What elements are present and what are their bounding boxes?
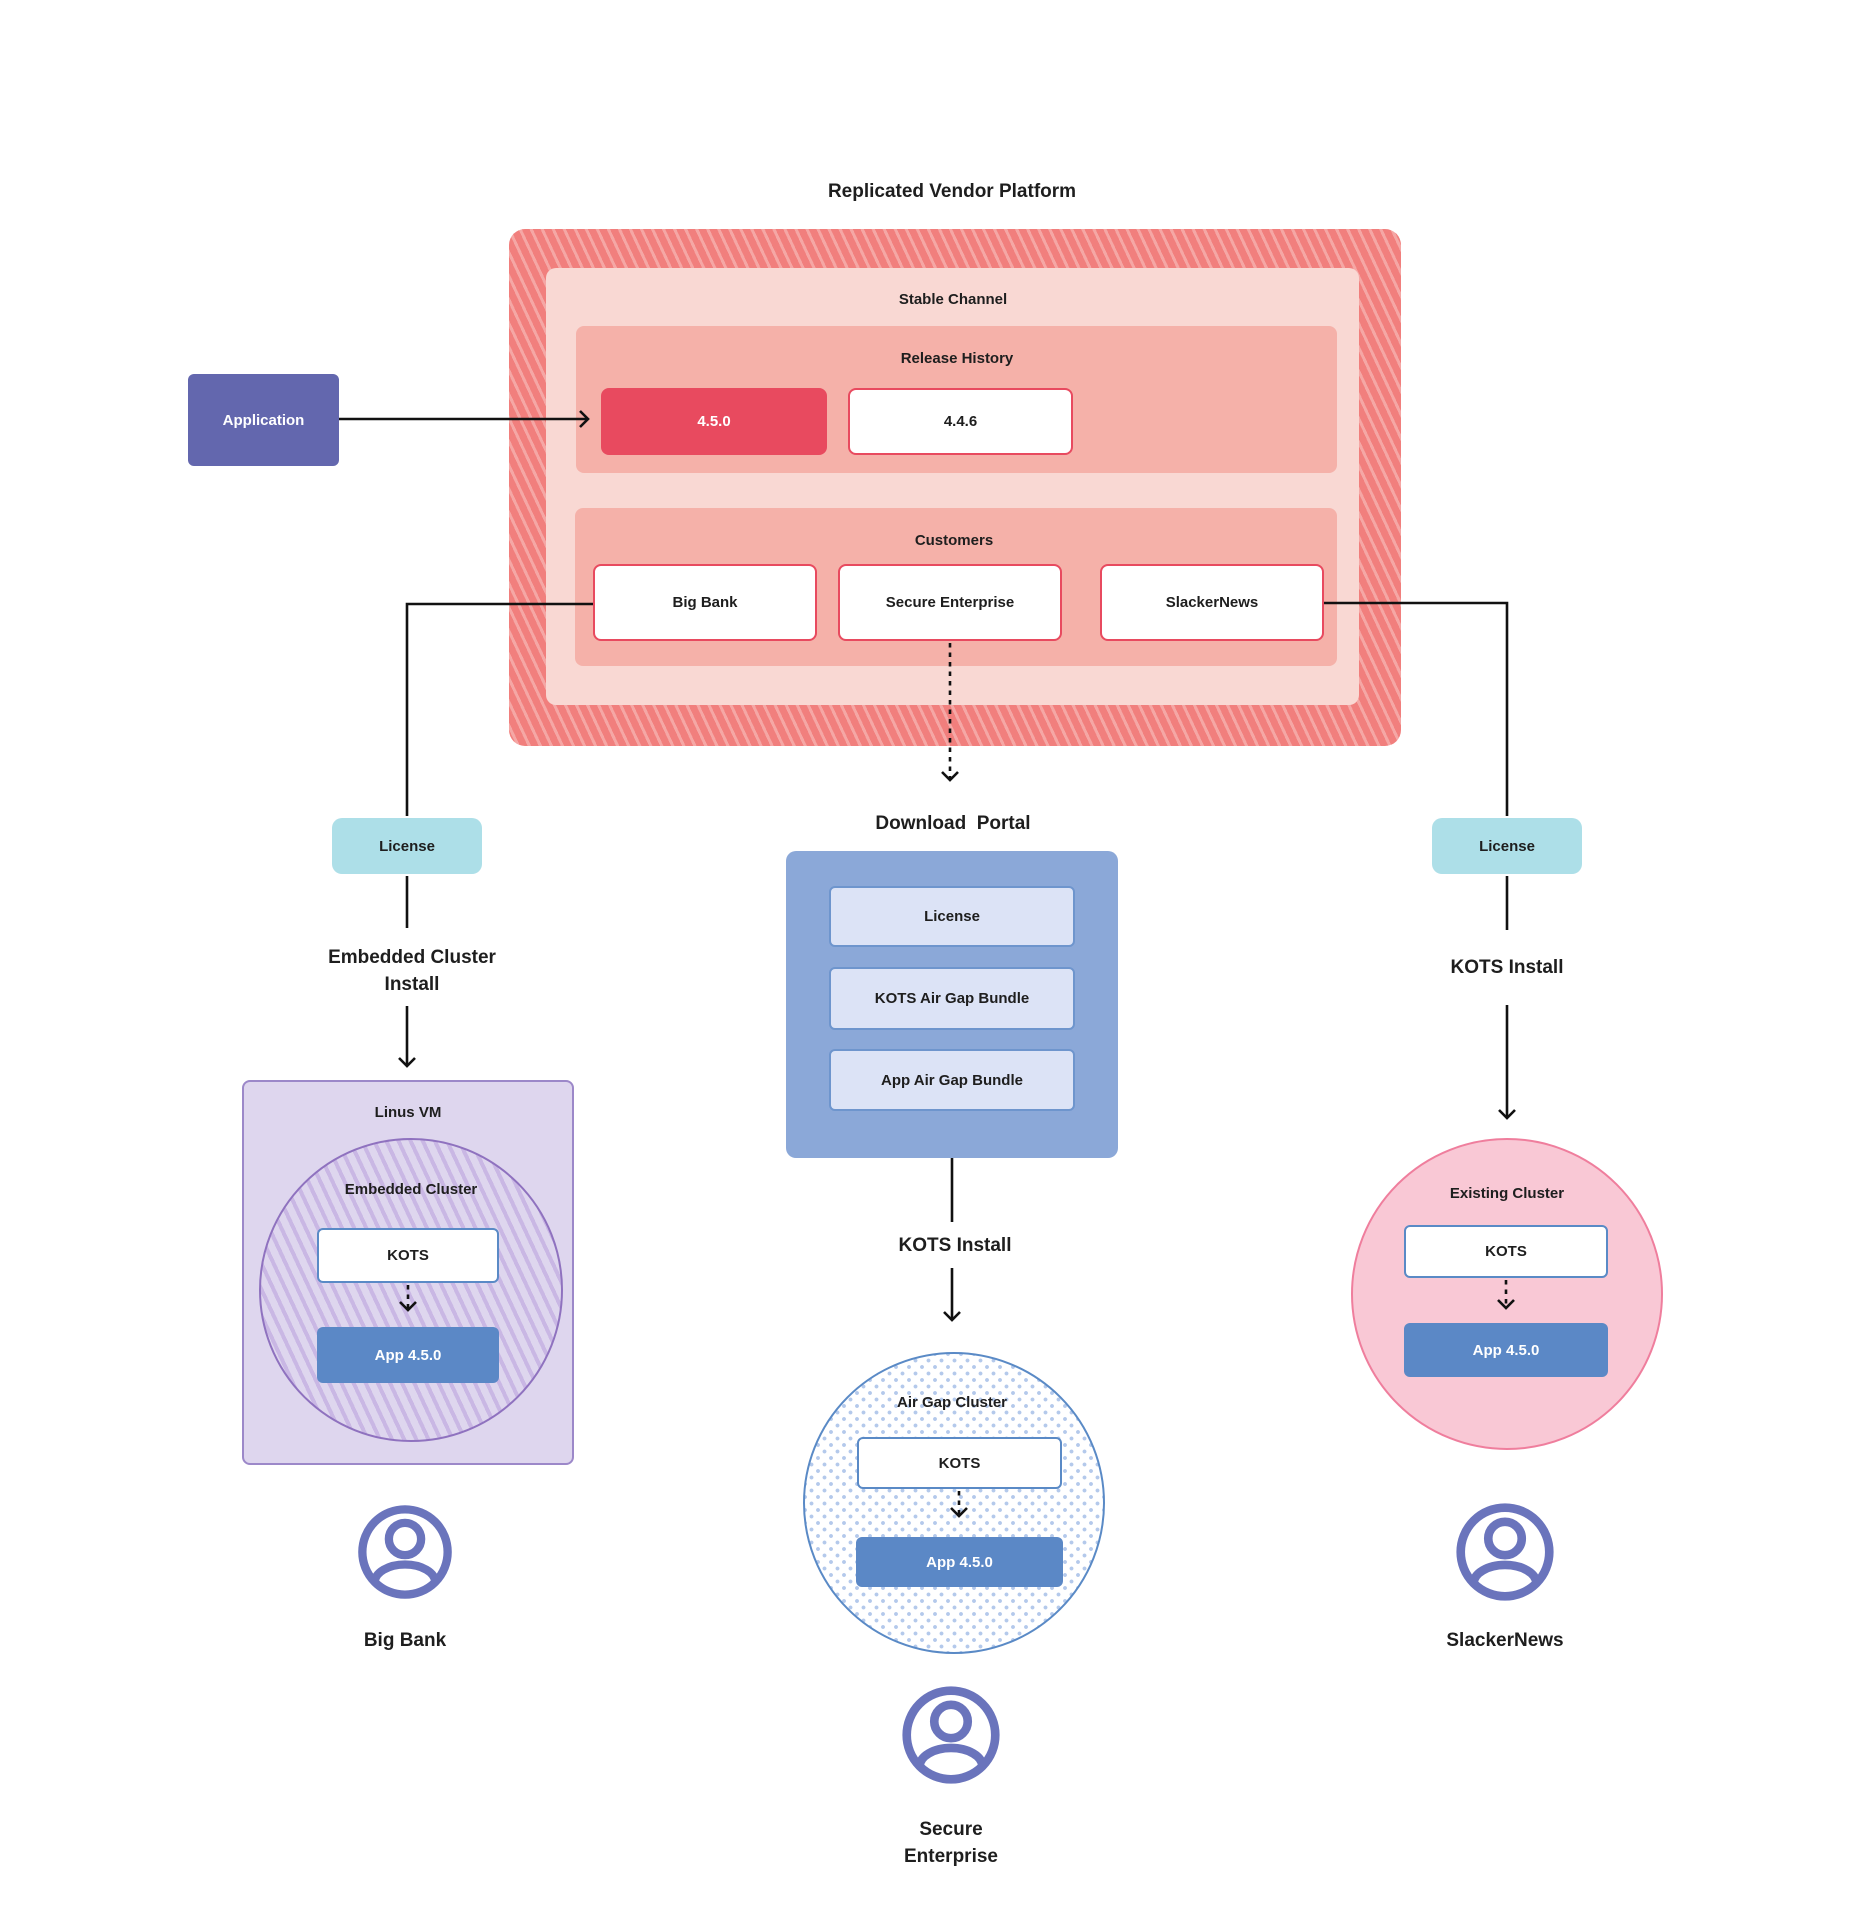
customers-label: Customers: [914, 531, 994, 549]
release-history-label: Release History: [900, 349, 1014, 367]
linus-vm-label: Linus VM: [374, 1103, 442, 1121]
app-box-middle: App 4.5.0: [856, 1537, 1063, 1587]
embedded-cluster-install-label: Embedded Cluster Install: [328, 947, 496, 995]
air-gap-cluster-circle: [803, 1352, 1105, 1654]
person-label-secure-enterprise: Secure Enterprise: [904, 1819, 998, 1867]
embedded-cluster-label: Embedded Cluster: [344, 1180, 478, 1198]
person-label-slackernews: SlackerNews: [1446, 1629, 1564, 1651]
app-box-left: App 4.5.0: [317, 1327, 499, 1383]
customer-big-bank: Big Bank: [593, 564, 817, 641]
kots-box-right: KOTS: [1404, 1225, 1608, 1278]
portal-item-app-bundle: App Air Gap Bundle: [829, 1049, 1075, 1111]
kots-box-middle: KOTS: [857, 1437, 1062, 1489]
customer-secure-enterprise: Secure Enterprise: [838, 564, 1062, 641]
portal-item-kots-bundle: KOTS Air Gap Bundle: [829, 967, 1075, 1030]
person-icon-slackernews: [1456, 1503, 1554, 1601]
stable-channel-label: Stable Channel: [898, 290, 1008, 308]
kots-install-label-middle: KOTS Install: [898, 1234, 1012, 1256]
app-box-right: App 4.5.0: [1404, 1323, 1608, 1377]
person-icon-big-bank: [358, 1505, 452, 1599]
license-box-right: License: [1432, 818, 1582, 874]
diagram-title: Replicated Vendor Platform: [827, 180, 1077, 202]
application-box: Application: [188, 374, 339, 466]
person-label-big-bank: Big Bank: [363, 1629, 447, 1651]
kots-box-left: KOTS: [317, 1228, 499, 1283]
air-gap-cluster-label: Air Gap Cluster: [896, 1393, 1008, 1411]
person-icon-secure-enterprise: [902, 1686, 1000, 1784]
customer-slackernews: SlackerNews: [1100, 564, 1324, 641]
kots-install-label-right: KOTS Install: [1450, 956, 1564, 978]
existing-cluster-label: Existing Cluster: [1449, 1184, 1565, 1202]
embedded-cluster-circle: [259, 1138, 563, 1442]
license-box-left: License: [332, 818, 482, 874]
release-4-4-6: 4.4.6: [848, 388, 1073, 455]
download-portal-label: Download Portal: [875, 812, 1031, 834]
portal-item-license: License: [829, 886, 1075, 947]
release-4-5-0: 4.5.0: [601, 388, 827, 455]
